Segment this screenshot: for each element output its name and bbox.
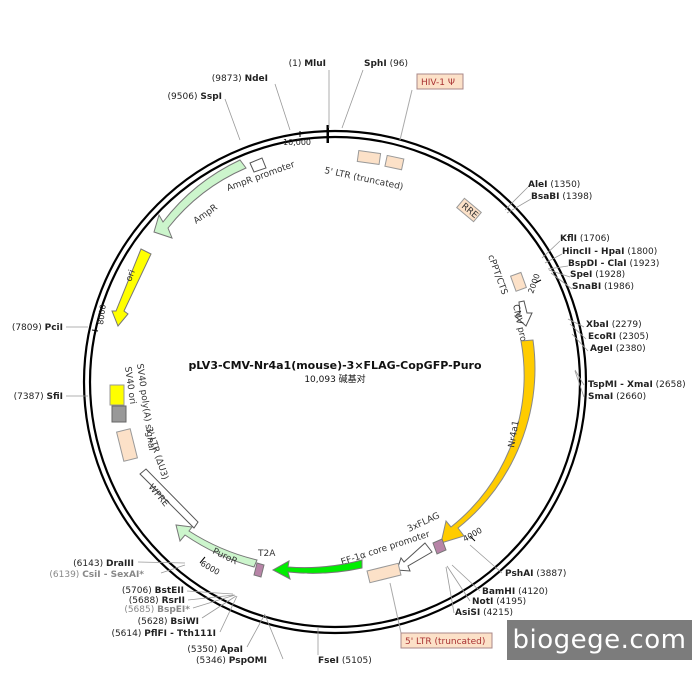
callout-label-5ltr-truncated: 5' LTR (truncated) (405, 637, 485, 647)
site-csii-sexai[interactable]: (6139) CsiI - SexAI* (49, 570, 144, 580)
site-fsei[interactable]: FseI (5105) (318, 656, 372, 666)
feature-nr4a1[interactable]: Nr4a1 (440, 339, 536, 544)
callout-hiv1-psi[interactable]: HIV-1 Ψ (399, 73, 464, 141)
site-sspi[interactable]: (9506) SspI (168, 92, 222, 102)
site-noti[interactable]: NotI (4195) (472, 597, 526, 607)
feature-ef1a-box[interactable] (366, 562, 402, 584)
site-asisi[interactable]: AsiSI (4215) (455, 608, 513, 618)
site-sfii[interactable]: (7387) SfiI (14, 392, 63, 402)
site-psppomi[interactable]: (5346) PspOMI (196, 656, 267, 666)
site-bspei[interactable]: (5685) BspEI* (124, 605, 190, 615)
feature-label-nr4a1: Nr4a1 (507, 420, 522, 449)
site-leader-lines (66, 69, 589, 660)
site-hincii-hpai[interactable]: HincII - HpaI (1800) (562, 247, 657, 257)
feature-label-sv40-polya: SV40 poly(A) signal (134, 363, 156, 451)
site-spei[interactable]: SpeI (1928) (570, 270, 625, 280)
backbone-circle-outer (82, 129, 588, 635)
feature-label-cppt-cts: cPPT/CTS (485, 254, 509, 297)
site-xbai[interactable]: XbaI (2279) (586, 320, 642, 330)
feature-cppt-cts[interactable]: cPPT/CTS (485, 254, 528, 297)
site-sphi[interactable]: SphI (96) (364, 59, 408, 69)
site-ecori[interactable]: EcoRI (2305) (588, 332, 649, 342)
site-pcii[interactable]: (7809) PciI (12, 323, 63, 333)
tick-label-8000: 8000 (96, 304, 108, 325)
site-pflfi-tth111i[interactable]: (5614) PflFI - Tth111I (111, 629, 216, 639)
site-kfli[interactable]: KflI (1706) (560, 234, 610, 244)
feature-label-t2a: T2A (257, 549, 276, 559)
callout-5ltr-truncated[interactable]: 5' LTR (truncated) (389, 582, 493, 649)
tick-6000: 6000 (199, 556, 221, 577)
tick-label-10000: 10,000 (283, 138, 311, 147)
feature-5ltr[interactable]: 5' LTR (truncated) (323, 149, 405, 193)
site-apai[interactable]: (5350) ApaI (187, 645, 243, 655)
site-pshai[interactable]: PshAI (3887) (505, 569, 566, 579)
feature-label-ampr: AmpR (192, 203, 220, 227)
tick-label-6000: 6000 (199, 559, 221, 577)
feature-puror[interactable]: PuroR (175, 524, 258, 568)
origin-marker (326, 125, 329, 143)
site-agei[interactable]: AgeI (2380) (590, 344, 646, 354)
feature-t2a[interactable]: T2A (253, 549, 276, 578)
site-bsabi[interactable]: BsaBI (1398) (531, 192, 592, 202)
site-alei[interactable]: AleI (1350) (528, 180, 580, 190)
site-ndei[interactable]: (9873) NdeI (212, 74, 268, 84)
tick-4000: 4000 (462, 526, 484, 544)
feature-rre[interactable]: RRE (456, 197, 482, 223)
feature-copgfp[interactable]: CopGFP (271, 559, 363, 583)
backbone-circle-inner (88, 135, 582, 629)
feature-label-copgfp: CopGFP (302, 573, 338, 583)
tick-10000: 10,000 (283, 131, 311, 147)
tick-label-4000: 4000 (462, 526, 484, 544)
tick-2000: 2000 (526, 272, 541, 294)
plasmid-size: 10,093 碱基对 (304, 373, 365, 385)
feature-label-5ltr: 5' LTR (truncated) (323, 166, 404, 192)
feature-ori[interactable]: ori (111, 248, 152, 327)
site-smai[interactable]: SmaI (2660) (588, 392, 646, 402)
site-bsiwi[interactable]: (5628) BsiWI (138, 617, 199, 627)
tick-8000: 8000 (91, 304, 108, 332)
tick-label-2000: 2000 (526, 272, 541, 294)
watermark-banner: biogege.com (507, 620, 692, 660)
feature-label-ori: ori (124, 269, 137, 283)
site-draiii[interactable]: (6143) DraIII (73, 559, 134, 569)
site-bspdi-clai[interactable]: BspDI - ClaI (1923) (568, 259, 659, 269)
site-rsrii[interactable]: (5688) RsrII (129, 596, 185, 606)
site-snabi[interactable]: SnaBI (1986) (572, 282, 634, 292)
plasmid-title: pLV3-CMV-Nr4a1(mouse)-3×FLAG-CopGFP-Puro (188, 359, 482, 372)
site-mlui[interactable]: (1) MluI (289, 59, 326, 69)
site-bamhi[interactable]: BamHI (4120) (482, 587, 548, 597)
callout-label-hiv1-psi: HIV-1 Ψ (421, 78, 455, 88)
site-bsteii[interactable]: (5706) BstEII (122, 586, 184, 596)
site-tspmi-xmai[interactable]: TspMI - XmaI (2658) (588, 380, 686, 390)
